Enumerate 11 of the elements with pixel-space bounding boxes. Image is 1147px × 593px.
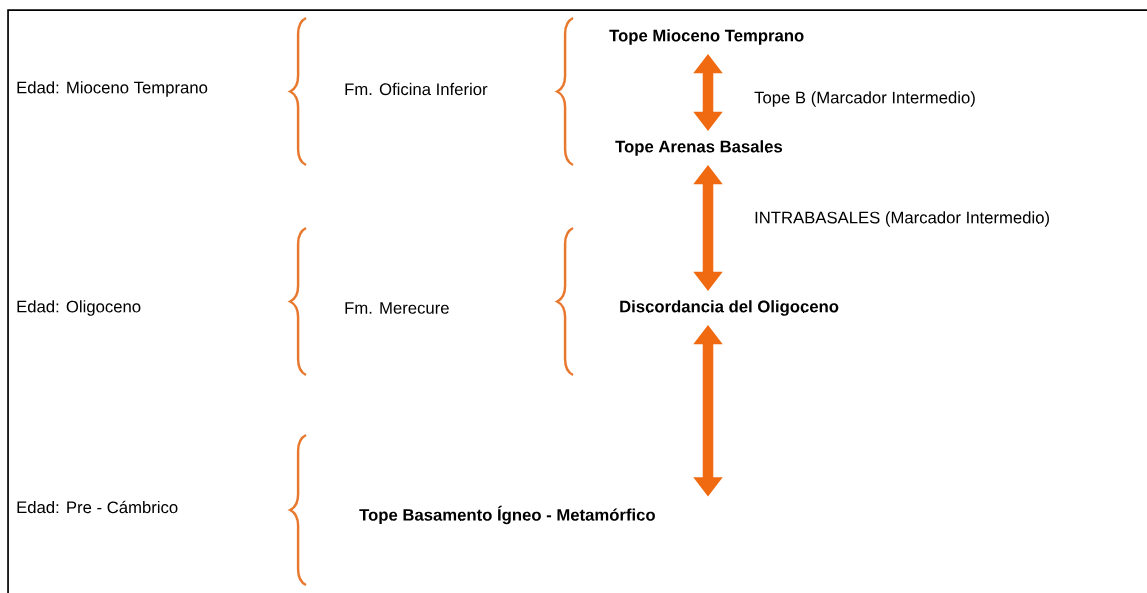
edge-label: Tope B (Marcador Intermedio)	[752, 89, 978, 109]
unit-label: Edad: Oligoceno	[17, 300, 141, 316]
marker-name: Tope Arenas Basales	[615, 140, 783, 156]
unit-label: Edad: Pre - Cámbrico	[17, 500, 178, 514]
edge-label: INTRABASALES (Marcador Intermedio)	[752, 209, 1052, 229]
marker-name: Discordancia del Oligoceno	[620, 300, 839, 316]
unit-label: Edad: Mioceno Temprano	[17, 81, 208, 97]
unit-label: Fm. Oficina Inferior	[345, 82, 488, 96]
marker-name: Tope Basamento Ígneo - Metamórfico	[359, 505, 655, 525]
unit-label: Fm. Merecure	[345, 302, 449, 314]
marker-name: Tope Mioceno Temprano	[609, 29, 804, 45]
